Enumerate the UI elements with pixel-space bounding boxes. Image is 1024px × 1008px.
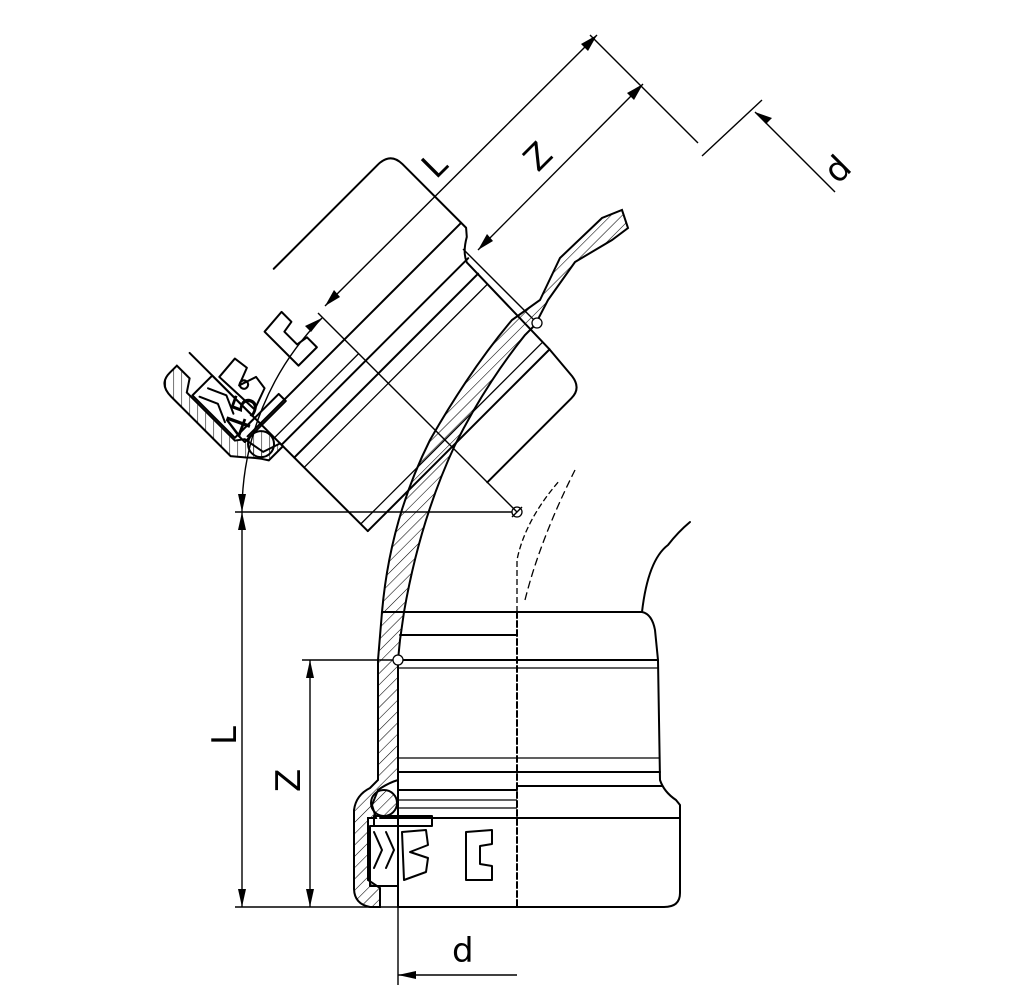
angle-arrow-bottom — [238, 494, 246, 512]
top-z-dimension-line — [477, 83, 644, 251]
bottom-l-arrow-top — [238, 512, 246, 530]
top-l-label: L — [414, 145, 456, 187]
bottom-z-arrow-bottom — [306, 889, 314, 907]
top-d-dimension-line — [754, 111, 836, 193]
dimensions: 45° L Z d L Z d — [205, 34, 860, 985]
top-l-arrow-start — [325, 290, 340, 306]
top-band-1 — [450, 348, 551, 448]
bottom-retainer-teeth — [373, 831, 395, 869]
top-socket — [163, 157, 578, 533]
top-band-2 — [444, 341, 543, 441]
top-l-extension-1 — [317, 312, 518, 513]
top-z-arrow-end — [627, 84, 643, 100]
bottom-grip-tooth-2 — [465, 829, 493, 881]
angle-arc — [241, 317, 323, 513]
top-band-5 — [364, 257, 470, 362]
bottom-d-label: d — [452, 931, 474, 971]
bottom-z-label: Z — [269, 769, 309, 792]
bend-body — [380, 208, 691, 613]
top-ring-plate — [236, 392, 287, 443]
bend-cut-curve — [524, 469, 576, 601]
top-section-line-7 — [246, 338, 346, 438]
bend-cut-line — [516, 479, 561, 612]
top-section-line-2 — [360, 439, 446, 525]
bottom-z-arrow-top — [306, 660, 314, 678]
top-grip-tooth-2 — [263, 310, 318, 367]
bend-wall-hatch — [380, 208, 630, 613]
top-l-dimension — [317, 34, 699, 513]
top-section-line-6 — [274, 353, 360, 439]
top-d-extension — [701, 99, 763, 157]
bottom-l-arrow-bottom — [238, 889, 246, 907]
top-section-line-3 — [303, 382, 389, 468]
bend-inner-curve — [641, 521, 691, 613]
top-band-3 — [387, 283, 489, 384]
bottom-z-point — [392, 654, 404, 666]
top-band-4 — [377, 272, 480, 375]
top-d-dimension — [701, 99, 836, 193]
bottom-outer-profile — [397, 611, 681, 908]
top-section-line-5 — [280, 359, 367, 446]
top-z-point — [531, 317, 543, 329]
top-d-label: d — [816, 148, 860, 192]
top-band-6 — [343, 221, 463, 341]
bottom-ring-plate — [373, 815, 433, 827]
top-section-line-1 — [366, 445, 453, 533]
top-z-extension — [462, 248, 538, 324]
bottom-socket — [353, 611, 681, 908]
top-l-arrow-end — [581, 35, 597, 51]
angle-arrow-top — [305, 318, 322, 332]
bottom-l-label: L — [205, 726, 245, 745]
top-l-extension-2 — [589, 34, 699, 144]
top-z-arrow-start — [478, 234, 493, 250]
bottom-o-ring — [370, 789, 398, 817]
top-retainer-teeth — [198, 387, 235, 424]
top-l-dimension-line — [324, 34, 598, 307]
bottom-retainer — [369, 825, 399, 887]
bottom-grip-tooth-1 — [401, 829, 429, 881]
top-section-line-4 — [293, 372, 380, 459]
top-grip-tooth-1 — [218, 357, 266, 411]
top-d-arrow — [755, 112, 772, 124]
bottom-d-arrow — [398, 971, 416, 979]
top-z-dimension — [462, 83, 644, 329]
